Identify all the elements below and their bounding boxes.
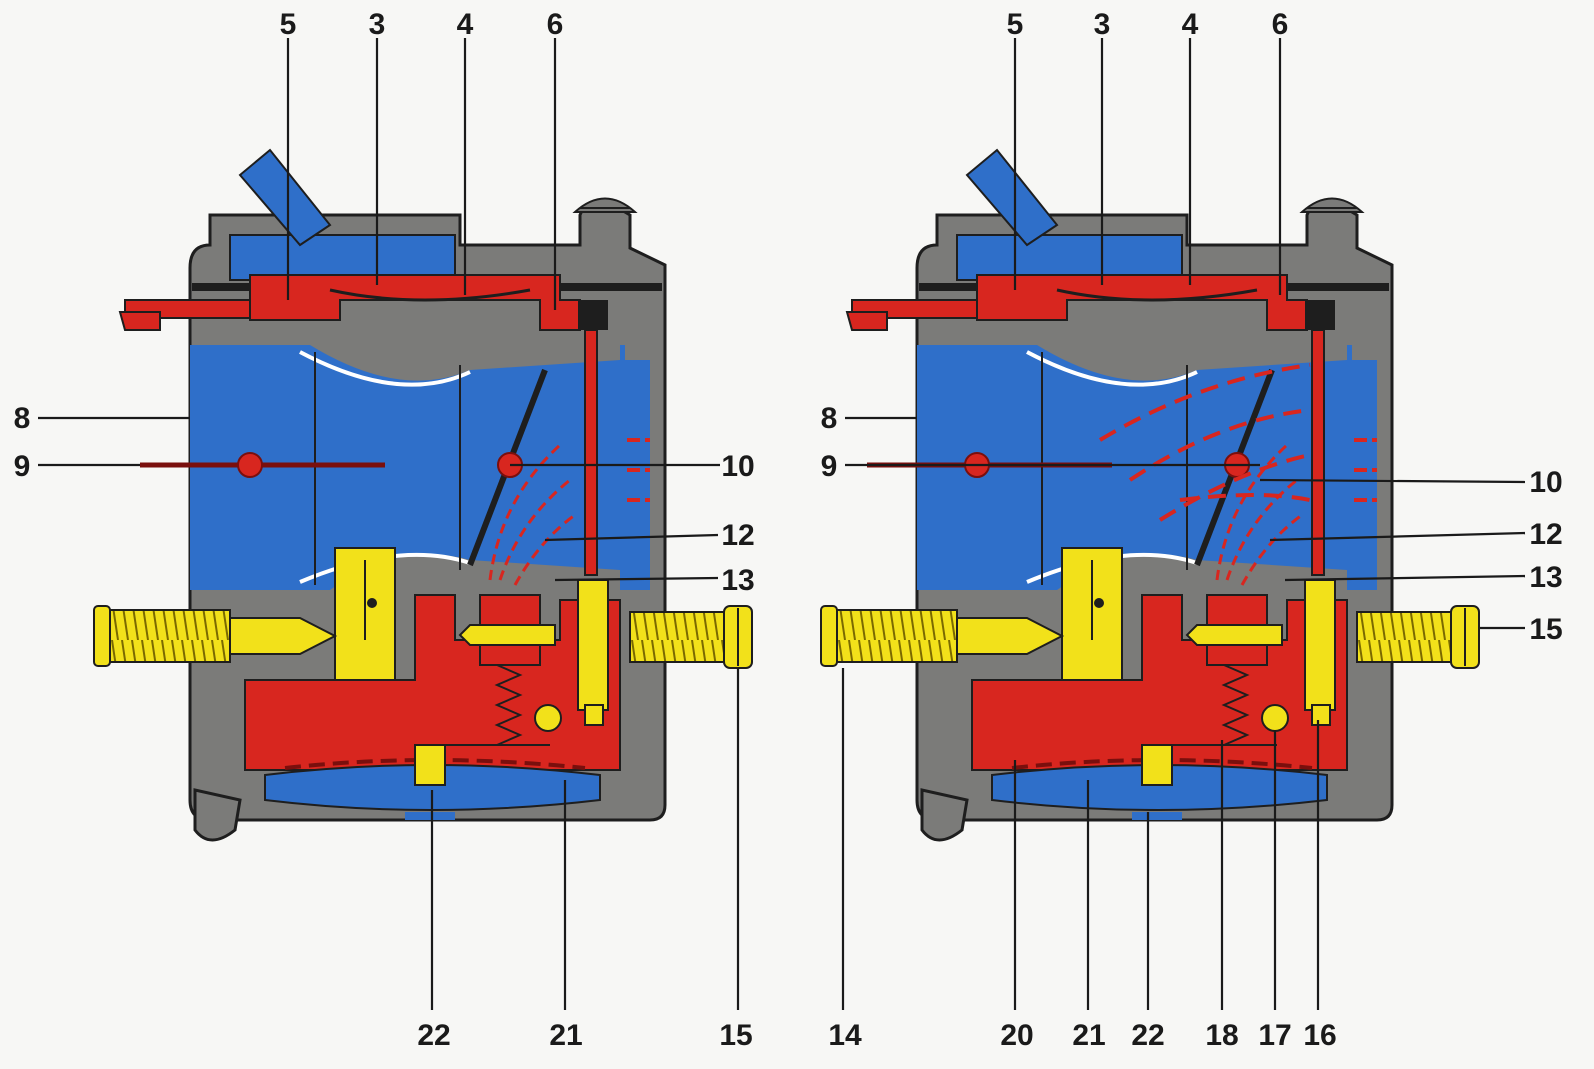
callout-21: 21 (549, 1019, 582, 1052)
callout-15: 15 (719, 1019, 752, 1052)
leader-12 (544, 533, 719, 542)
callout-17: 17 (1258, 1019, 1291, 1052)
left-carburetor-section (94, 150, 752, 840)
callout-4: 4 (1182, 8, 1199, 41)
callout-15: 15 (1529, 613, 1562, 646)
callout-12: 12 (721, 519, 754, 552)
leader-13 (554, 576, 719, 582)
callout-20: 20 (1000, 1019, 1033, 1052)
callout-3: 3 (369, 8, 386, 41)
callout-14: 14 (828, 1019, 862, 1052)
callout-13: 13 (1529, 561, 1562, 594)
callout-8: 8 (821, 402, 838, 435)
callout-10: 10 (1529, 466, 1562, 499)
callout-6: 6 (1272, 8, 1289, 41)
callout-16: 16 (1303, 1019, 1336, 1052)
callout-22: 22 (417, 1019, 450, 1052)
callout-6: 6 (547, 8, 564, 41)
callout-10: 10 (721, 450, 754, 483)
right-carburetor-section (821, 150, 1479, 840)
callout-18: 18 (1205, 1019, 1238, 1052)
callout-12: 12 (1529, 518, 1562, 551)
callout-9: 9 (821, 450, 838, 483)
left-carburetor-view: 5 3 4 6 8 9 10 12 13 22 21 15 (14, 8, 755, 1052)
callout-4: 4 (457, 8, 474, 41)
fuel-spray (1098, 363, 1311, 522)
callout-9: 9 (14, 450, 31, 483)
callout-5: 5 (280, 8, 297, 41)
leader-12 (1269, 531, 1526, 542)
right-carburetor-view: 5 3 4 6 8 9 10 12 13 15 14 20 21 22 18 1… (821, 8, 1563, 1052)
leader-10 (1259, 478, 1526, 484)
callout-8: 8 (14, 402, 31, 435)
callout-13: 13 (721, 564, 754, 597)
callout-3: 3 (1094, 8, 1111, 41)
callout-21: 21 (1072, 1019, 1105, 1052)
callout-5: 5 (1007, 8, 1024, 41)
callout-22: 22 (1131, 1019, 1164, 1052)
leader-13 (1284, 574, 1526, 582)
